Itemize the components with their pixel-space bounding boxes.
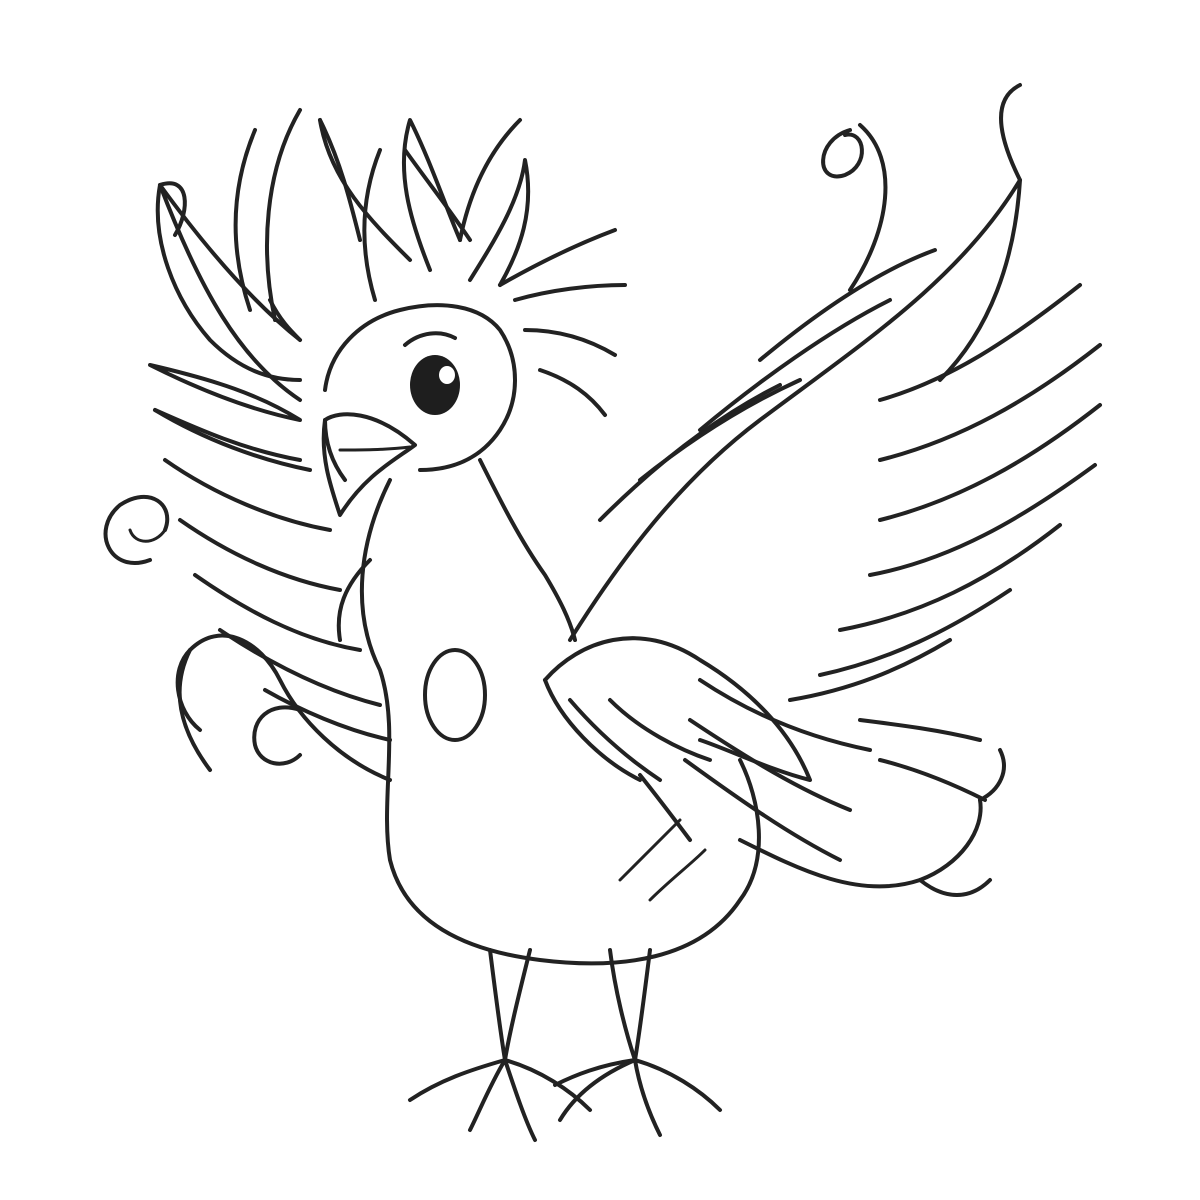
phoenix-legs	[488, 948, 652, 1062]
tail-swirls	[175, 633, 1006, 897]
crest	[318, 118, 627, 417]
phoenix-head	[323, 303, 517, 482]
left-wing	[148, 108, 392, 742]
left-curl	[103, 494, 170, 565]
phoenix-beak	[321, 412, 417, 517]
right-wing	[568, 83, 1102, 862]
phoenix-body	[336, 458, 761, 966]
phoenix-feet	[408, 1058, 722, 1142]
inner-wing	[543, 636, 812, 842]
